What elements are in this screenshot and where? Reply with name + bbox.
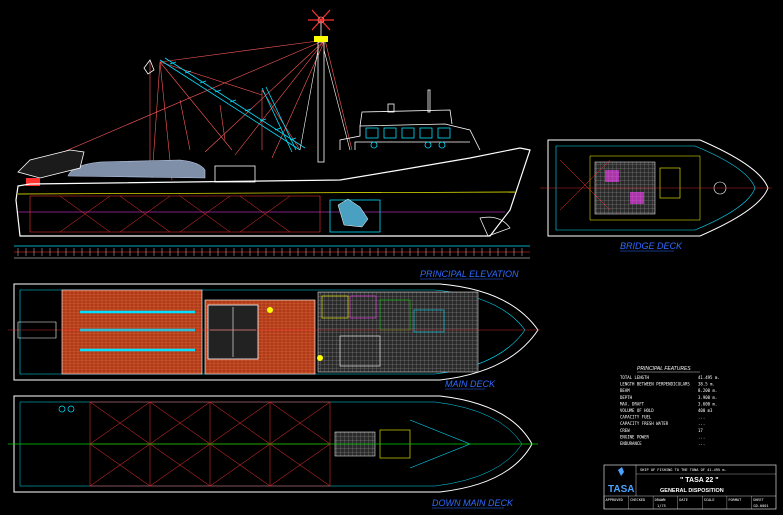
main-mast	[143, 9, 351, 163]
feature-value: 38.5 m.	[698, 382, 715, 387]
principal-elevation-view: PRINCIPAL ELEVATION	[14, 9, 531, 280]
feature-value: ...	[698, 441, 705, 446]
feature-value: ...	[698, 415, 705, 420]
feature-label: ENGINE POWER	[620, 434, 649, 439]
title-block-cell: DATE	[679, 498, 688, 502]
feature-label: CREW	[620, 428, 630, 433]
feature-label: CAPACITY FUEL	[620, 415, 652, 420]
title-block: TASA SHIP OF FISHING TO THE TUNA OF 41.4…	[603, 464, 777, 510]
baseline-frames	[14, 245, 530, 259]
rigging-lines	[39, 39, 353, 181]
feature-label: CAPACITY FRESH WATER	[620, 421, 669, 426]
feature-value: 8.200 m.	[698, 388, 717, 393]
feature-label: ENDURANCE	[620, 441, 642, 446]
hull-profile	[15, 147, 531, 237]
net-pile	[67, 159, 206, 179]
features-title: PRINCIPAL FEATURES	[637, 366, 691, 372]
feature-value: 41.495 m.	[698, 375, 720, 380]
title-block-cell: CHECKED	[630, 498, 645, 502]
tasa-logo: TASA	[608, 484, 634, 495]
main-deck-view: MAIN DECK	[8, 283, 540, 390]
lower-deck-view: DOWN MAIN DECK	[8, 395, 538, 509]
feature-label: DEPTH	[620, 395, 633, 400]
feature-label: BEAM	[620, 388, 630, 393]
title-block-cell: SHEET	[753, 498, 765, 502]
elevation-label: PRINCIPAL ELEVATION	[420, 269, 519, 279]
title-block-cell: SCALE	[704, 498, 715, 502]
lower-deck-label: DOWN MAIN DECK	[432, 498, 514, 508]
feature-label: VOLUME OF HOLD	[620, 408, 654, 413]
feature-value: 3.900 m.	[698, 395, 717, 400]
feature-value: 3.600 m.	[698, 401, 717, 406]
bridge-windows	[365, 127, 451, 149]
bridge-deck-view: BRIDGE DECK	[540, 139, 772, 252]
bridge-deck-label: BRIDGE DECK	[620, 241, 683, 251]
principal-features-table: PRINCIPAL FEATURES TOTAL LENGTH 41.495 m.…	[620, 366, 720, 446]
title-note: SHIP OF FISHING TO THE TUNA OF 41.495 m.	[640, 468, 727, 472]
feature-label: MAX. DRAFT	[620, 401, 645, 406]
feature-label: LENGTH BETWEEN PERPENDICULARS	[620, 382, 690, 387]
scale-value: 1/75	[657, 504, 666, 508]
feature-value: 17	[698, 428, 703, 433]
feature-label: TOTAL LENGTH	[620, 375, 649, 380]
main-deck-label: MAIN DECK	[445, 379, 496, 389]
accommodation-grid	[317, 291, 479, 373]
title-block-cell: FORMAT	[728, 498, 742, 502]
crane-boom	[159, 57, 306, 153]
title-block-cell: APPROVED	[606, 498, 623, 502]
superstructure	[214, 89, 481, 183]
feature-value: ...	[698, 434, 705, 439]
sheet-title: GENERAL DISPOSITION	[660, 488, 724, 494]
feature-value: ...	[698, 421, 705, 426]
feature-value: 400 m3	[698, 408, 713, 413]
vessel-name: " TASA 22 "	[680, 477, 719, 484]
sheet-number: GD-0001	[753, 504, 768, 508]
working-deck-planking	[61, 289, 203, 375]
title-block-cell: DRAWN	[655, 498, 666, 502]
